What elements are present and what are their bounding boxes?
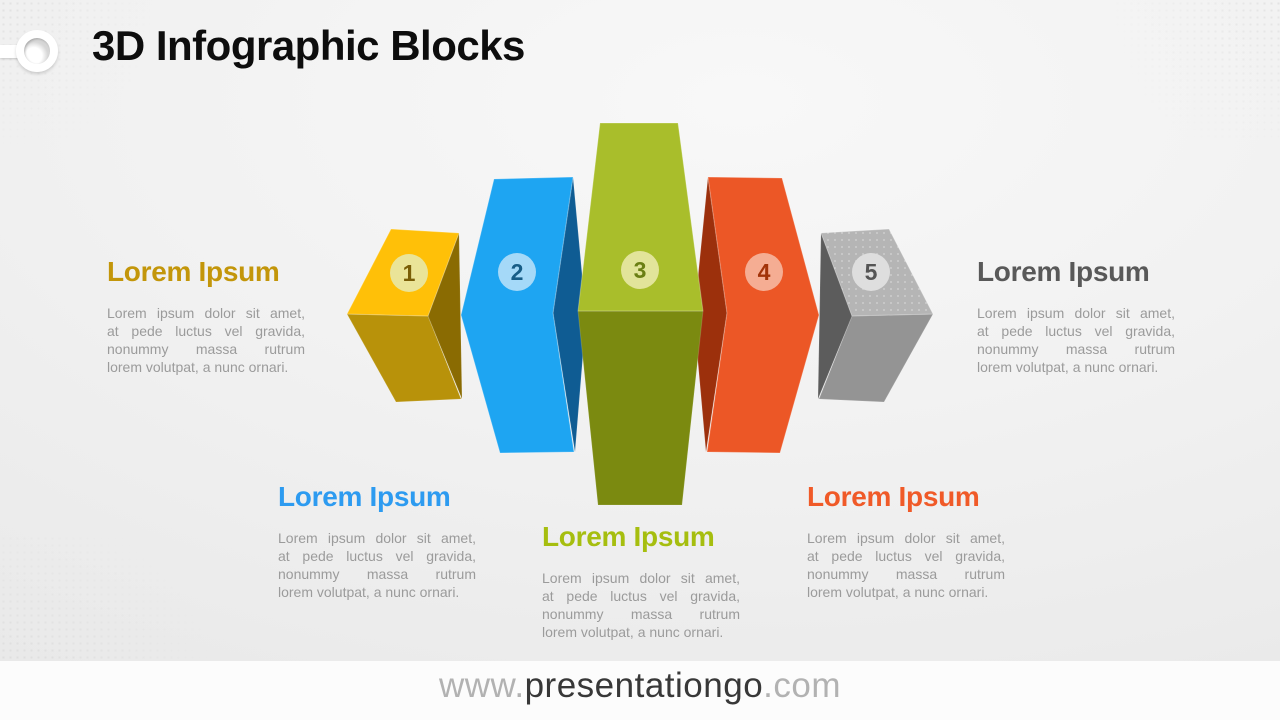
body-line: nonummy massa rutrum xyxy=(542,606,740,622)
body-line: at pede luctus vel gravida, xyxy=(278,548,476,564)
block-2: 2 xyxy=(460,176,587,454)
footer-com: .com xyxy=(763,666,842,705)
slide-marker-icon xyxy=(0,30,60,74)
footer-brand: presentationgo xyxy=(524,666,764,705)
body-line: at pede luctus vel gravida, xyxy=(107,323,305,339)
body-line: Lorem ipsum dolor sit amet, xyxy=(977,305,1175,321)
callout-bottom-left-body: Lorem ipsum dolor sit amet, at pede luct… xyxy=(278,529,476,601)
body-line: nonummy massa rutrum xyxy=(807,566,1005,582)
body-line: at pede luctus vel gravida, xyxy=(542,588,740,604)
callout-right-body: Lorem ipsum dolor sit amet, at pede luct… xyxy=(977,304,1175,376)
callout-left-heading: Lorem Ipsum xyxy=(107,256,280,287)
body-line: lorem volutpat, a nunc ornari. xyxy=(977,359,1159,375)
callout-left: Lorem Ipsum Lorem ipsum dolor sit amet, … xyxy=(107,256,305,376)
block-2-front-face xyxy=(460,176,575,454)
body-line: lorem volutpat, a nunc ornari. xyxy=(807,584,989,600)
callout-bottom-right: Lorem Ipsum Lorem ipsum dolor sit amet, … xyxy=(807,481,1005,601)
block-4-number: 4 xyxy=(758,259,771,285)
callout-bottom-right-heading: Lorem Ipsum xyxy=(807,481,980,512)
callout-bottom-left-heading: Lorem Ipsum xyxy=(278,481,451,512)
callout-left-body: Lorem ipsum dolor sit amet, at pede luct… xyxy=(107,304,305,376)
block-1-bottom-face xyxy=(346,313,462,403)
body-line: nonummy massa rutrum xyxy=(278,566,476,582)
block-4-badge xyxy=(745,253,783,291)
page-title: 3D Infographic Blocks xyxy=(92,22,525,69)
block-1-number: 1 xyxy=(403,260,416,286)
footer-strip xyxy=(0,661,1280,720)
callout-bottom-left: Lorem Ipsum Lorem ipsum dolor sit amet, … xyxy=(278,481,476,601)
block-3-number: 3 xyxy=(634,257,647,283)
marker-ring-icon xyxy=(16,30,58,72)
block-5: 5 xyxy=(817,228,934,403)
body-line: lorem volutpat, a nunc ornari. xyxy=(278,584,460,600)
block-2-number: 2 xyxy=(511,259,524,285)
body-line: Lorem ipsum dolor sit amet, xyxy=(807,530,1005,546)
body-line: at pede luctus vel gravida, xyxy=(977,323,1175,339)
callout-bottom-center-heading: Lorem Ipsum xyxy=(542,521,715,552)
block-1: 1 xyxy=(346,228,463,403)
block-4-front-face xyxy=(706,176,820,454)
block-1-badge xyxy=(390,254,428,292)
body-line: Lorem ipsum dolor sit amet, xyxy=(107,305,305,321)
callout-bottom-center-body: Lorem ipsum dolor sit amet, at pede luct… xyxy=(542,569,740,641)
body-line: nonummy massa rutrum xyxy=(977,341,1175,357)
block-3-bottom-face xyxy=(577,310,704,506)
footer-www: www. xyxy=(438,666,525,705)
block-2-badge xyxy=(498,253,536,291)
block-5-badge xyxy=(852,253,890,291)
body-line: Lorem ipsum dolor sit amet, xyxy=(542,570,740,586)
callout-bottom-center: Lorem Ipsum Lorem ipsum dolor sit amet, … xyxy=(542,521,740,641)
body-line: Lorem ipsum dolor sit amet, xyxy=(278,530,476,546)
body-line: lorem volutpat, a nunc ornari. xyxy=(107,359,289,375)
block-3-badge xyxy=(621,251,659,289)
block-3-front-face xyxy=(577,122,704,312)
body-line: lorem volutpat, a nunc ornari. xyxy=(542,624,724,640)
block-5-number: 5 xyxy=(865,259,878,285)
block-2-side-face xyxy=(552,176,587,453)
callout-right-heading: Lorem Ipsum xyxy=(977,256,1150,287)
callout-right: Lorem Ipsum Lorem ipsum dolor sit amet, … xyxy=(977,256,1175,376)
website-footer: www.presentationgo.com xyxy=(0,666,1280,706)
body-line: nonummy massa rutrum xyxy=(107,341,305,357)
callout-bottom-right-body: Lorem ipsum dolor sit amet, at pede luct… xyxy=(807,529,1005,601)
block-5-bottom-face xyxy=(818,313,934,403)
body-line: at pede luctus vel gravida, xyxy=(807,548,1005,564)
block-3: 3 xyxy=(577,122,704,506)
block-4: 4 xyxy=(693,176,820,454)
